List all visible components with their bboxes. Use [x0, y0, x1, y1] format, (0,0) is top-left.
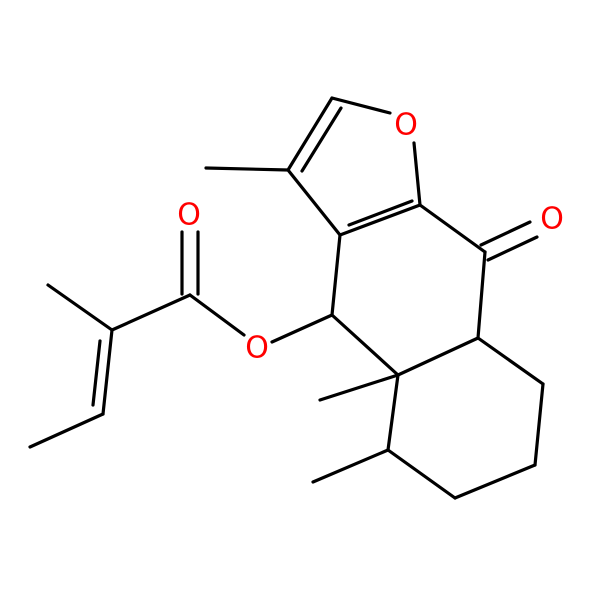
bond-c3a-c7a-double	[347, 199, 414, 227]
bond-terminal-methyl	[28, 412, 105, 449]
bond-o1-c7a	[412, 141, 422, 207]
bond-alpha-carbonyl	[110, 293, 192, 332]
bond-c3-methyl	[204, 166, 290, 172]
bond-c3a-c3	[286, 168, 342, 237]
furan-ring	[204, 96, 422, 237]
atom-labels: O O O O	[177, 108, 564, 366]
bond-c4-c3a	[330, 233, 342, 317]
middle-ring	[330, 199, 487, 377]
bond-c6-c5	[453, 463, 537, 500]
bond-c4a-c4	[330, 313, 400, 377]
bond-c3-c2-double	[300, 106, 343, 173]
bond-c8-c8a	[476, 250, 487, 340]
ketone-group	[479, 220, 539, 262]
bond-ketone-2	[479, 220, 532, 247]
bond-alkene	[101, 328, 114, 416]
bond-c2-o1	[330, 96, 392, 115]
ketone-oxygen-label: O	[540, 202, 564, 237]
bond-c4b-c4a	[386, 373, 400, 452]
bond-ester-o-ring	[270, 313, 334, 344]
carbonyl-oxygen-label: O	[177, 198, 201, 233]
bond-c5-c4b	[386, 448, 457, 500]
bond-c7a-c8	[418, 203, 487, 254]
bond-c8a-c7	[476, 336, 545, 386]
bond-c4b-methyl	[311, 448, 390, 484]
ester-oxygen-label: O	[245, 331, 269, 366]
bond-carbonyl-ester-o	[188, 293, 246, 337]
bond-alkene-second	[91, 339, 102, 407]
ring-oxygen-label: O	[394, 108, 418, 143]
bond-c7-c6	[533, 382, 545, 467]
cyclohexane-ring	[311, 336, 545, 500]
angelate-chain	[28, 283, 192, 449]
ester-group	[180, 230, 334, 344]
bond-c3a-c7a	[338, 203, 422, 237]
bond-c4a-methyl	[318, 373, 400, 402]
bond-c8a-c4a	[396, 336, 480, 377]
bond-alpha-methyl	[46, 283, 114, 332]
bond-c3-c2	[286, 96, 334, 172]
bond-ketone-1	[486, 235, 539, 262]
